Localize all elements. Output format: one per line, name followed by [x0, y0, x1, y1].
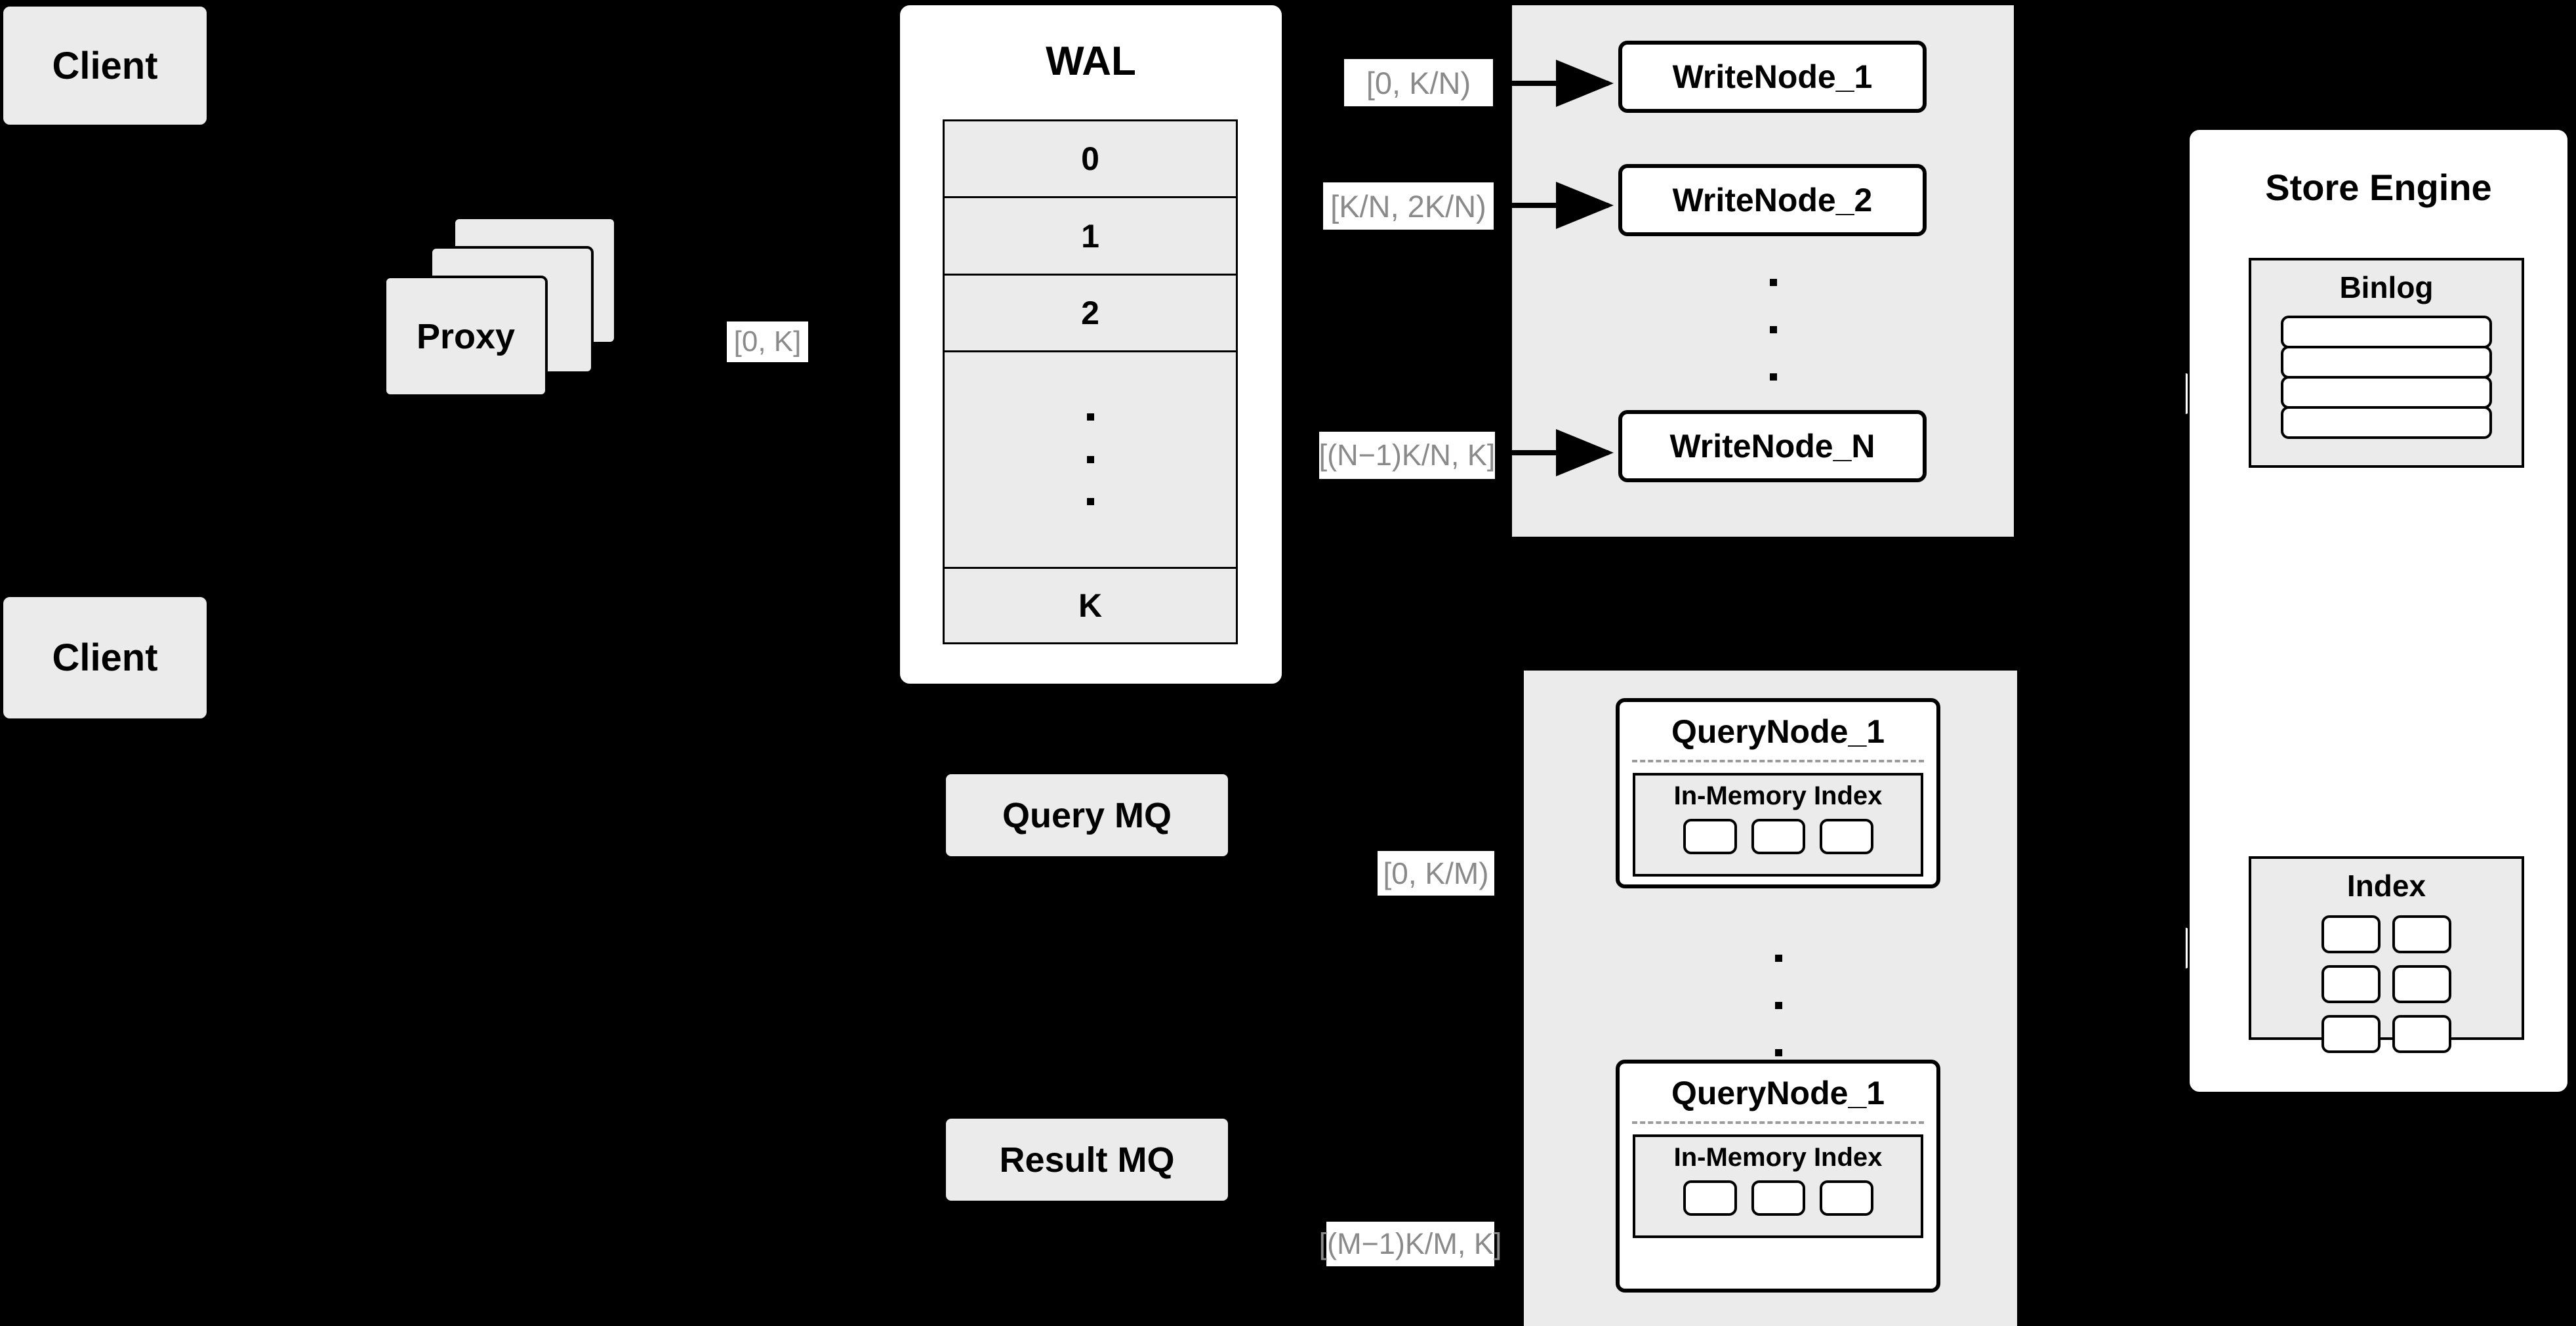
write-node-label: WriteNode_2 [1672, 182, 1873, 218]
query-node-separator [1632, 760, 1924, 762]
index-slot[interactable] [2321, 965, 2381, 1003]
label-mq-to-query-node-1: [0, K/M) [1378, 851, 1494, 896]
dot-icon [1774, 1049, 1782, 1056]
result-mq-box[interactable]: Result MQ [946, 1119, 1228, 1201]
proxy-label: Proxy [416, 316, 516, 356]
dot-icon [1769, 279, 1777, 286]
write-node-n[interactable]: WriteNode_N [1618, 410, 1927, 482]
in-memory-index-box-1: In-Memory Index [1633, 773, 1923, 877]
index-slot[interactable] [2392, 965, 2451, 1003]
in-memory-index-title: In-Memory Index [1673, 1143, 1883, 1172]
in-memory-index-title: In-Memory Index [1673, 781, 1883, 810]
wal-table: 0 1 2 K [943, 119, 1238, 645]
write-node-2[interactable]: WriteNode_2 [1618, 164, 1927, 236]
index-slot[interactable] [1683, 819, 1737, 854]
dot-icon [1769, 326, 1777, 333]
label-wal-to-write-node-1: [0, K/N) [1344, 59, 1493, 106]
wal-row[interactable]: 2 [943, 275, 1238, 353]
result-mq-label: Result MQ [999, 1140, 1175, 1180]
query-node-label: QueryNode_1 [1671, 713, 1885, 750]
client-label: Client [52, 636, 158, 679]
dot-icon [1086, 413, 1094, 421]
proxy-card-front[interactable]: Proxy [384, 276, 548, 397]
index-title: Index [2346, 869, 2426, 903]
index-slot[interactable] [1819, 1180, 1873, 1216]
binlog-row[interactable] [2281, 316, 2492, 348]
dot-icon [1086, 498, 1094, 506]
query-mq-box[interactable]: Query MQ [946, 774, 1228, 856]
wal-row[interactable]: 0 [943, 119, 1238, 199]
wal-row-ellipsis [943, 352, 1238, 569]
index-slot[interactable] [1751, 819, 1805, 854]
write-node-label: WriteNode_1 [1672, 58, 1873, 95]
index-slot[interactable] [1683, 1180, 1737, 1216]
dot-icon [1774, 955, 1782, 962]
label-mq-to-query-node-m: [(M−1)K/M, K] [1319, 1222, 1502, 1266]
dot-icon [1086, 455, 1094, 463]
index-slot[interactable] [2321, 1015, 2381, 1053]
label-proxy-to-wal: [0, K] [727, 321, 808, 362]
query-cluster-vertical-ellipsis-icon [1774, 955, 1782, 1056]
query-node-1[interactable]: QueryNode_1 In-Memory Index [1616, 698, 1940, 888]
dot-icon [1774, 1002, 1782, 1009]
client-box-1[interactable]: Client [3, 7, 207, 125]
proxy-stack[interactable]: Proxy [384, 217, 666, 426]
wal-row[interactable]: 1 [943, 198, 1238, 276]
query-node-separator [1632, 1121, 1924, 1124]
dot-icon [1769, 373, 1777, 381]
index-slot[interactable] [1819, 819, 1873, 854]
index-slot[interactable] [1751, 1180, 1805, 1216]
index-box: Index [2249, 856, 2524, 1053]
index-slot[interactable] [2392, 915, 2451, 953]
binlog-row[interactable] [2281, 346, 2492, 379]
wal-title: WAL [1046, 39, 1136, 84]
query-node-label: QueryNode_1 [1671, 1075, 1885, 1111]
query-node-m[interactable]: QueryNode_1 In-Memory Index [1616, 1060, 1940, 1293]
vertical-ellipsis-icon [1086, 413, 1094, 506]
client-label: Client [52, 44, 158, 87]
binlog-box: Binlog [2249, 258, 2524, 468]
binlog-title: Binlog [2339, 270, 2434, 304]
in-memory-index-box-2: In-Memory Index [1633, 1134, 1923, 1238]
index-slot[interactable] [2321, 915, 2381, 953]
index-slot[interactable] [2392, 1015, 2451, 1053]
write-cluster-vertical-ellipsis-icon [1769, 279, 1777, 381]
client-box-2[interactable]: Client [3, 597, 207, 718]
binlog-row[interactable] [2281, 376, 2492, 409]
write-node-1[interactable]: WriteNode_1 [1618, 41, 1927, 113]
binlog-row[interactable] [2281, 406, 2492, 439]
store-engine-title: Store Engine [2265, 167, 2492, 208]
query-mq-label: Query MQ [1002, 795, 1172, 835]
write-node-label: WriteNode_N [1669, 428, 1875, 465]
label-wal-to-write-node-2: [K/N, 2K/N) [1323, 182, 1494, 230]
label-wal-to-write-node-n: [(N−1)K/N, K] [1319, 432, 1495, 479]
wal-row[interactable]: K [943, 568, 1238, 645]
